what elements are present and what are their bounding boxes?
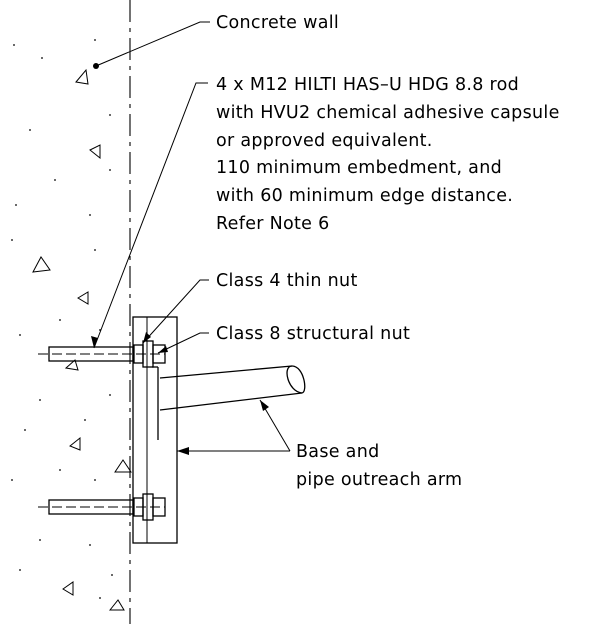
label-structural-nut: Class 8 structural nut bbox=[216, 324, 410, 344]
label-concrete-wall: Concrete wall bbox=[216, 13, 339, 33]
label-thin-nut: Class 4 thin nut bbox=[216, 271, 358, 291]
concrete-aggregate bbox=[11, 39, 132, 611]
label-rod-line-1: 4 x M12 HILTI HAS–U HDG 8.8 rod bbox=[216, 75, 519, 95]
leader-concrete-wall bbox=[93, 21, 210, 69]
upper-anchor-rod bbox=[38, 340, 166, 368]
leader-thin-nut bbox=[142, 279, 209, 344]
label-rod-line-6: Refer Note 6 bbox=[216, 214, 330, 234]
lower-anchor-rod bbox=[38, 493, 166, 521]
label-base-line-2: pipe outreach arm bbox=[296, 470, 462, 490]
pipe-outreach-arm bbox=[159, 365, 306, 411]
leader-base-arm bbox=[177, 399, 291, 455]
label-base-line-1: Base and bbox=[296, 442, 380, 462]
leader-rod-note bbox=[91, 82, 208, 349]
label-rod-line-4: 110 minimum embedment, and bbox=[216, 158, 502, 178]
label-rod-line-5: with 60 minimum edge distance. bbox=[216, 186, 513, 206]
leader-structural-nut bbox=[157, 332, 209, 354]
base-plate bbox=[132, 316, 178, 544]
label-rod-line-3: or approved equivalent. bbox=[216, 131, 433, 151]
label-rod-line-2: with HVU2 chemical adhesive capsule bbox=[216, 103, 560, 123]
